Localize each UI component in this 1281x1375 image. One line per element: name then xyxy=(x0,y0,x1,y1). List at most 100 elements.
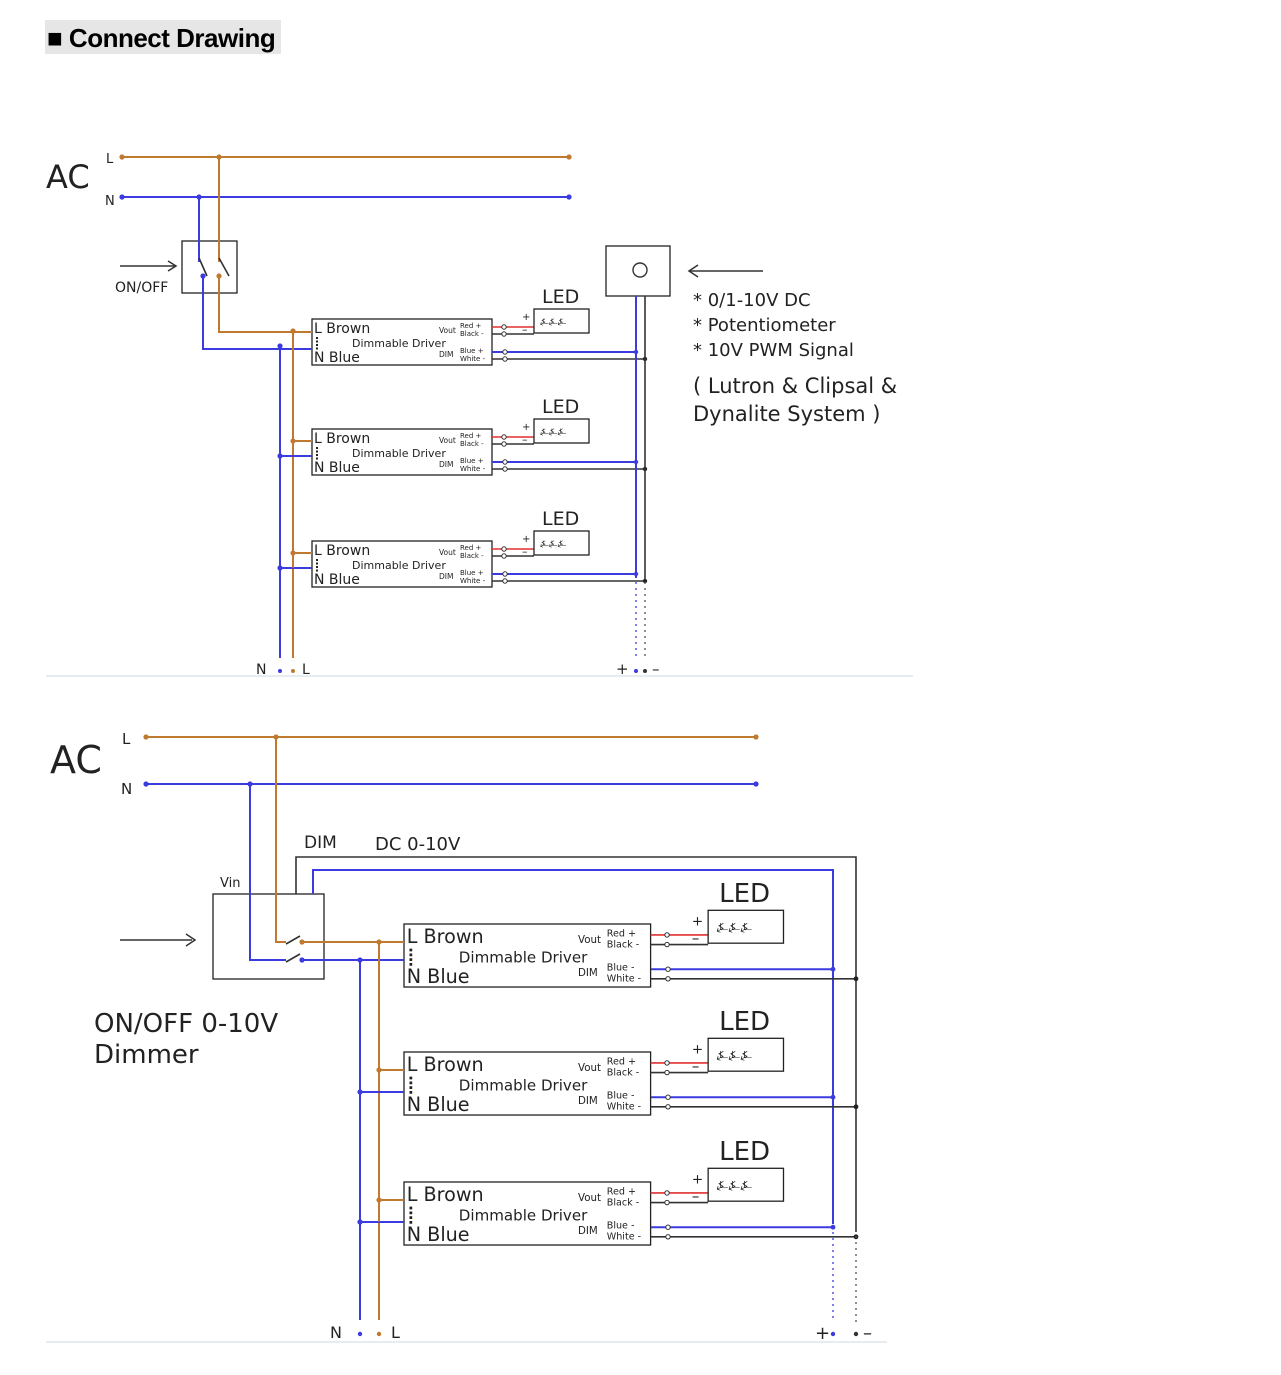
led-label: LED xyxy=(542,508,579,530)
led-plus: + xyxy=(522,534,530,545)
terminal-red xyxy=(664,932,670,938)
driver-n-blue: N Blue xyxy=(314,460,360,476)
junction-l-1 xyxy=(376,1067,382,1073)
dimmer-line-0: ON/OFF 0-10V xyxy=(94,1009,278,1039)
driver-black: Black - xyxy=(460,330,484,338)
led-plus: + xyxy=(522,312,530,323)
driver-box xyxy=(311,318,493,366)
led-minus: – xyxy=(522,433,528,446)
l-terminal xyxy=(119,154,125,160)
driver-vout: Vout xyxy=(439,326,456,335)
driver-dim: DIM xyxy=(578,967,598,979)
led-minus: – xyxy=(522,323,528,336)
junction-n-0 xyxy=(277,343,283,349)
driver-blue: Blue + xyxy=(460,457,484,465)
l-end xyxy=(566,154,572,160)
driver-white: White - xyxy=(460,577,486,585)
driver-dim: DIM xyxy=(439,350,453,359)
driver-black: Black - xyxy=(460,552,484,560)
driver-box xyxy=(403,923,652,988)
n-terminal xyxy=(119,194,125,200)
dimmer-line-1: Dimmer xyxy=(94,1040,199,1070)
term-dim-w-1 xyxy=(665,1104,671,1110)
n-label: N xyxy=(105,194,115,209)
driver-blue: Blue + xyxy=(460,347,484,355)
driver-red: Red + xyxy=(607,1056,636,1067)
driver-white: White - xyxy=(460,355,486,363)
driver-black: Black - xyxy=(607,939,639,950)
switch-contact-2 xyxy=(218,257,230,277)
dimmer-box xyxy=(212,893,325,980)
wire-n-driver1 xyxy=(202,276,312,350)
junction-n-2 xyxy=(277,565,283,571)
led-label: LED xyxy=(719,879,770,909)
l-end xyxy=(753,734,759,740)
led-minus: – xyxy=(692,929,700,947)
driver-n-blue: N Blue xyxy=(314,572,360,588)
bottom-n-dot xyxy=(278,669,282,673)
vin-label: Vin xyxy=(220,876,240,891)
n-terminal xyxy=(143,781,149,787)
junction-l-1 xyxy=(290,438,296,444)
junction-n-0 xyxy=(357,957,363,963)
driver-name: Dimmable Driver xyxy=(459,1206,588,1224)
led-minus: – xyxy=(522,545,528,558)
ac-label: AC xyxy=(50,738,102,782)
term-dim-w-2 xyxy=(665,1234,671,1240)
term-dim-b-1 xyxy=(502,459,508,465)
terminal-black xyxy=(501,441,507,447)
n-end xyxy=(566,194,572,200)
bottom-pos-dot xyxy=(830,1331,836,1337)
wire-dim-pos-bus xyxy=(312,869,834,1224)
term-dim-b-2 xyxy=(665,1224,671,1230)
bottom-n: N xyxy=(256,662,266,678)
term-dim-b-0 xyxy=(665,966,671,972)
terminal-red xyxy=(501,546,507,552)
led-label: LED xyxy=(719,1137,770,1167)
switch-contact-1 xyxy=(285,935,301,945)
driver-white: White - xyxy=(460,465,486,473)
bottom-l: L xyxy=(391,1323,400,1342)
led-plus: + xyxy=(522,422,530,433)
system-line-0: ( Lutron & Clipsal & xyxy=(693,374,897,398)
driver-black: Black - xyxy=(607,1197,639,1208)
live-junction xyxy=(273,734,279,740)
bottom-l-dot xyxy=(291,669,295,673)
driver-vout: Vout xyxy=(578,1192,601,1204)
driver-name: Dimmable Driver xyxy=(352,559,446,572)
switch-out-l xyxy=(299,939,305,945)
potentiometer-knob xyxy=(632,262,648,278)
term-dim-w-0 xyxy=(665,976,671,982)
led-label: LED xyxy=(542,286,579,308)
driver-white: White - xyxy=(607,974,641,985)
driver-l-brown: L Brown xyxy=(407,925,484,948)
bottom-minus: – xyxy=(863,1323,872,1344)
terminal-black xyxy=(664,941,670,948)
note-2: * 10V PWM Signal xyxy=(693,340,854,361)
led-module xyxy=(707,1037,785,1072)
driver-vout: Vout xyxy=(578,934,601,946)
terminal-red xyxy=(501,324,507,330)
junction-n-1 xyxy=(277,453,283,459)
led-module xyxy=(707,909,785,944)
driver-vout: Vout xyxy=(439,548,456,557)
switch-contact-1 xyxy=(198,257,208,277)
driver-box xyxy=(403,1051,652,1116)
junction-l-0 xyxy=(376,939,382,945)
neutral-junction xyxy=(196,194,202,200)
bottom-minus: – xyxy=(652,660,660,678)
page-title: ■ Connect Drawing xyxy=(45,20,282,54)
driver-blue: Blue + xyxy=(460,569,484,577)
driver-name: Dimmable Driver xyxy=(352,447,446,460)
driver-dim: DIM xyxy=(578,1095,598,1107)
terminal-red xyxy=(664,1060,670,1066)
wire-neutral-drop xyxy=(249,784,286,961)
dimmer-arrow-head xyxy=(185,933,197,947)
led-module xyxy=(533,308,590,334)
led-diodes: ⍼⍼⍼ xyxy=(540,427,566,438)
